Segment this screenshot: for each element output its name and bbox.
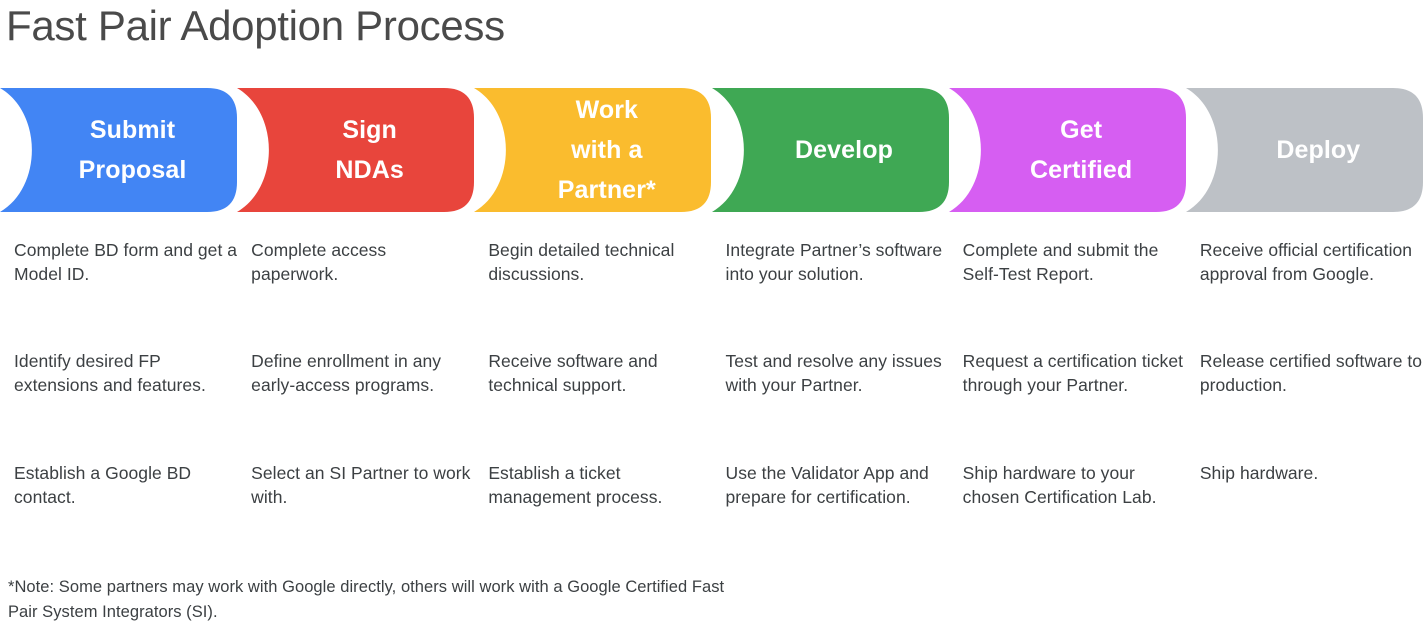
step-detail-columns: Complete BD form and get a Model ID. Iden… [0, 238, 1423, 538]
step-detail-item: Ship hardware to your chosen Certificati… [962, 463, 1157, 507]
step-detail-item: Integrate Partner’s software into your s… [725, 240, 943, 284]
step-detail-item: Establish a ticket management process. [488, 463, 663, 507]
page-title: Fast Pair Adoption Process [6, 2, 505, 49]
chevron-shape-get-certified [948, 88, 1186, 212]
process-banner: Submit Proposal Sign NDAs Work with a Part… [0, 88, 1423, 212]
step-detail-item: Complete and submit the Self-Test Report… [962, 240, 1159, 284]
footnote-note: *Note: Some partners may work with Googl… [8, 578, 725, 621]
process-step-label: Develop [795, 136, 893, 164]
step-detail-item: Complete BD form and get a Model ID. [14, 240, 238, 284]
process-step-sign-ndas[interactable]: Sign NDAs [237, 88, 475, 212]
step-detail-item: Request a certification ticket through y… [962, 351, 1184, 395]
step-detail-item: Test and resolve any issues with your Pa… [725, 351, 942, 395]
process-step-submit-proposal[interactable]: Submit Proposal [0, 88, 237, 212]
step-detail-item: Receive official certification approval … [1199, 240, 1413, 284]
step-detail-item: Complete access paperwork. [251, 240, 387, 284]
chevron-shape-submit-proposal [0, 88, 237, 212]
step-detail-item: Select an SI Partner to work with. [251, 463, 471, 507]
process-step-label: Work with a Partner* [557, 96, 656, 204]
step-detail-item: Use the Validator App and prepare for ce… [725, 463, 929, 507]
chevron-shape-sign-ndas [237, 88, 475, 212]
process-step-develop[interactable]: Develop [711, 88, 949, 212]
chevron-shape-develop [711, 88, 949, 212]
process-step-deploy[interactable]: Deploy [1185, 88, 1423, 212]
step-detail-item: Begin detailed technical discussions. [488, 240, 675, 284]
process-step-label: Get Certified [1030, 116, 1133, 184]
chevron-shape-deploy [1185, 88, 1423, 212]
step-detail-item: Ship hardware. [1199, 463, 1319, 483]
step-detail-item: Define enrollment in any early-access pr… [251, 351, 442, 395]
step-detail-item: Release certified software to production… [1199, 351, 1423, 395]
process-step-get-certified[interactable]: Get Certified [948, 88, 1186, 212]
step-detail-item: Identify desired FP extensions and featu… [14, 351, 206, 395]
step-detail-item: Establish a Google BD contact. [14, 463, 192, 507]
chevron-shape-work-with-partner [474, 88, 712, 212]
process-step-work-with-partner[interactable]: Work with a Partner* [474, 88, 712, 212]
process-step-label: Deploy [1276, 136, 1361, 164]
process-step-label: Sign NDAs [335, 116, 404, 184]
step-detail-item: Receive software and technical support. [488, 351, 658, 395]
process-step-label: Submit Proposal [78, 116, 187, 184]
